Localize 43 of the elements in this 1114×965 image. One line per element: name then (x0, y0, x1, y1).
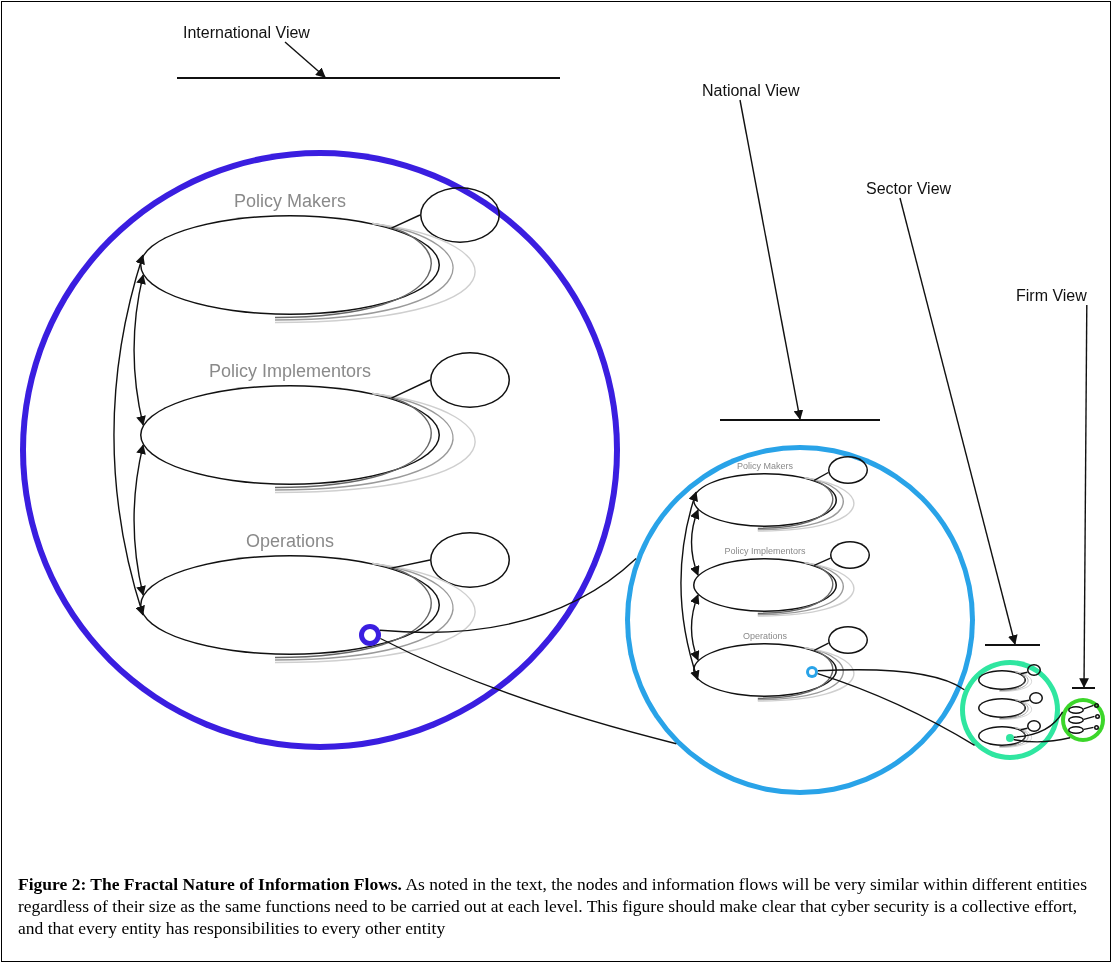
connector-line (1083, 704, 1095, 710)
node-ring (806, 666, 818, 678)
role-label: Policy Makers (737, 461, 793, 471)
arrow (133, 444, 146, 596)
view-label: Firm View (1016, 287, 1087, 305)
role-label: Policy Implementors (724, 546, 806, 556)
arrow (133, 274, 146, 426)
connector-line (1020, 727, 1029, 731)
view-label: Sector View (866, 180, 952, 198)
arrow (899, 197, 1018, 645)
arrow (1079, 304, 1089, 688)
connector-line (1013, 711, 1064, 738)
connector-line (813, 642, 830, 651)
node-ring (359, 624, 381, 646)
connector-line (813, 471, 829, 481)
connector-line (813, 557, 832, 566)
connector-line (390, 559, 431, 569)
connector-line (1083, 715, 1096, 721)
connector-line (1083, 726, 1095, 731)
view-label: National View (702, 82, 800, 100)
view-label: International View (183, 24, 310, 42)
caption: Figure 2: The Fractal Nature of Information Flows. As noted in the text, the nodes and information flows will be very similar within different entities regardless of their size as the same functions need to be carried out at each level. This figure should make clear that cyber security is a collective effort, and that every entity has responsibilities to every other entity (18, 873, 1088, 939)
connector-line (390, 379, 431, 399)
connector-line (1013, 737, 1071, 743)
connector-line (1020, 671, 1029, 675)
connector-line (817, 673, 976, 747)
connector-line (1020, 699, 1031, 703)
role-label: Operations (245, 531, 335, 551)
connector-line (817, 669, 965, 691)
node-dot (1006, 734, 1014, 742)
role-label: Operations (743, 631, 787, 641)
role-label: Policy Makers (234, 191, 346, 211)
arrow (680, 491, 700, 681)
arrow (690, 509, 700, 576)
connector-line (379, 637, 677, 745)
arrow (284, 41, 326, 78)
arrow (690, 594, 700, 661)
connector-line (390, 214, 421, 229)
role-label: Policy Implementors (208, 361, 372, 381)
connector-line (379, 557, 637, 634)
node-ring (1061, 698, 1105, 742)
arrow (739, 99, 804, 420)
arrow (113, 254, 146, 616)
